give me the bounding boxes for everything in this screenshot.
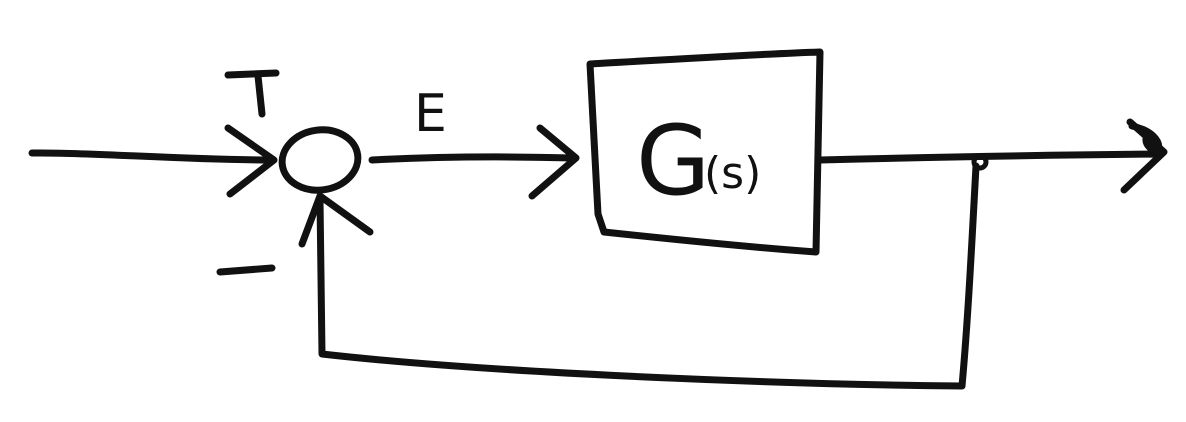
minus-sign-label: −	[246, 274, 247, 276]
output-arrow	[816, 118, 1168, 194]
block-label: G (s)	[636, 105, 761, 217]
plus-sign: +	[224, 69, 280, 118]
output-line	[816, 150, 1164, 164]
output-arrowhead-scribble	[1128, 122, 1163, 156]
minus-sign: −	[216, 264, 276, 276]
feedback-path	[316, 162, 980, 390]
input-arrowhead	[224, 124, 278, 198]
error-line	[368, 153, 578, 164]
plus-sign-label: +	[252, 102, 253, 105]
input-line	[28, 149, 276, 164]
pickoff-point	[971, 153, 989, 171]
error-arrowhead	[528, 124, 580, 200]
block-label-s: (s)	[704, 148, 761, 199]
transfer-function-block	[586, 48, 824, 256]
summing-junction	[278, 126, 362, 194]
feedback-arrowhead	[298, 192, 374, 248]
block-label-g: G	[636, 105, 710, 217]
error-signal-arrow	[368, 124, 580, 200]
error-label: E	[414, 84, 447, 144]
input-arrow	[28, 124, 278, 198]
